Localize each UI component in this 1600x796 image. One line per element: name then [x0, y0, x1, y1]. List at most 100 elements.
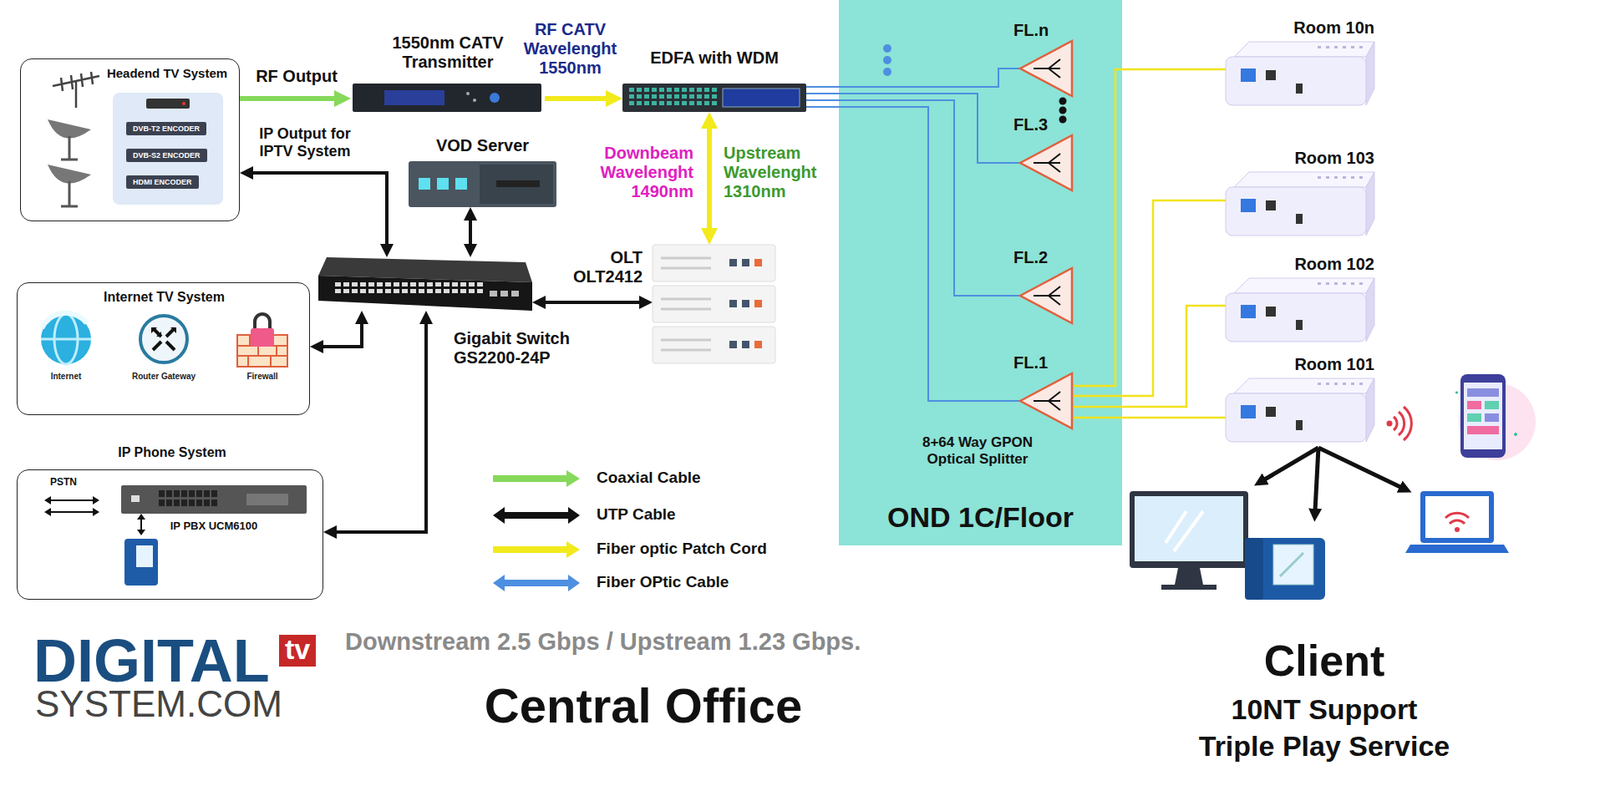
switch-device-drawing-part [360, 289, 366, 294]
legend-text: Fiber OPtic Cable [596, 573, 729, 592]
ont-device-drawing-part [1334, 45, 1338, 49]
optical-splitter: FL.2 [1020, 248, 1074, 324]
logo-text: SYSTEM.COM [35, 683, 283, 727]
ont-device-drawing-part [1325, 282, 1330, 285]
node-label: Room 102 [1225, 254, 1375, 275]
mobile-icon-part [1458, 383, 1536, 461]
edfa-device-drawing-part [689, 87, 695, 92]
edfa-device-drawing-part [704, 87, 710, 92]
connector [320, 321, 362, 347]
edfa-device-drawing-part [636, 87, 642, 92]
switch-device-drawing-part [500, 290, 508, 297]
mobile-icon-part [1467, 413, 1482, 422]
encoder-box: HDMI ENCODER [126, 175, 199, 189]
system-panel-drawing-part [49, 500, 95, 513]
switch-device: Gigabit Switch GS2200-24P [318, 257, 533, 311]
ont-device-drawing-part [1295, 83, 1303, 94]
ont-device-drawing-part [1366, 41, 1375, 106]
switch-device-drawing-part [511, 290, 519, 297]
optical-splitter-drawing-part [1033, 391, 1061, 411]
mobile-icon-part [1455, 391, 1518, 437]
system-panel-drawing-part [124, 538, 158, 586]
mobile-icon-part [1484, 413, 1499, 422]
switch-device-drawing-part [368, 282, 375, 287]
client-arrows-part [1263, 447, 1319, 481]
pbx-device-drawing-part [246, 493, 289, 506]
edfa-device-drawing-part [644, 87, 650, 92]
node-label: Router Gateway [128, 371, 199, 382]
edfa-device-drawing-part [629, 87, 635, 92]
server-device-drawing-part [496, 180, 540, 188]
client-arrows-part [1315, 447, 1319, 512]
node-label: OLT OLT2412 [563, 248, 643, 287]
pbx-device-drawing-part [203, 490, 210, 498]
connector [806, 68, 1021, 87]
client-arrows-part [1318, 447, 1402, 488]
icon-node: Internet [30, 311, 102, 382]
connector [706, 125, 712, 232]
ont-device-drawing-part [1325, 176, 1330, 179]
icon-node-drawing-part [151, 327, 177, 337]
switch-device-drawing-part [443, 282, 450, 287]
edfa-device-drawing-part [711, 101, 717, 106]
ont-device-drawing-part [1225, 56, 1367, 106]
mobile-icon [1455, 374, 1536, 461]
pbx-device-drawing-part [203, 499, 210, 507]
pbx-device-drawing-part [158, 490, 165, 498]
node-label: HDMI ENCODER [132, 177, 193, 187]
icon-node-drawing-part [40, 338, 92, 341]
olt-device-drawing-part [754, 299, 762, 308]
edfa-device-drawing-part [704, 101, 710, 106]
pbx-device-drawing-part [211, 499, 218, 507]
edfa-device-drawing-part [659, 87, 665, 92]
ont-device-drawing-part [1351, 176, 1355, 179]
edfa-device-drawing-part [696, 101, 702, 106]
edge-label: RF CATV Wavelenght 1550nm [518, 20, 623, 78]
switch-device-drawing-part [418, 282, 425, 287]
system-panel-drawing-part [47, 164, 92, 184]
ont-device-drawing-part [1334, 282, 1338, 285]
olt-device-drawing-part [754, 340, 762, 349]
legend-entry: Fiber optic Patch Cord [492, 539, 844, 560]
connector [1073, 305, 1226, 407]
ont-device-drawing-part [1317, 176, 1321, 179]
ont-device-drawing-part [1317, 382, 1321, 386]
icon-node-drawing-part [41, 313, 87, 329]
edfa-device-drawing-part [711, 87, 717, 92]
switch-device-drawing-part [452, 289, 458, 294]
ip-phone-icon-part [1273, 544, 1314, 585]
olt-device-drawing-part [741, 259, 750, 267]
system-panel-drawing-part [136, 545, 153, 568]
switch-device-drawing-part [477, 289, 483, 294]
ont-device-drawing-part [1265, 200, 1276, 211]
edfa-device-drawing-part [659, 94, 665, 99]
ip-phone-icon [1244, 538, 1326, 600]
edfa-device-drawing-part [644, 101, 650, 106]
legend-text: Fiber optic Patch Cord [596, 539, 767, 559]
laptop-icon-part [1420, 491, 1494, 544]
connector [1073, 416, 1226, 420]
edge-label: RF Output [250, 66, 343, 87]
node-label: Room 103 [1225, 148, 1375, 168]
ont-device-drawing-part [1240, 198, 1256, 213]
switch-device-drawing-part [468, 282, 475, 287]
wifi-dot [1386, 421, 1393, 427]
olt-device-drawing-part [729, 299, 737, 308]
ont-device-drawing-part [1366, 378, 1375, 442]
server-device-drawing-part [408, 161, 557, 208]
system-panel-drawing-part [52, 71, 100, 108]
icon-node-drawing [134, 311, 194, 371]
more-dots-part [883, 44, 892, 53]
transmitter-device-drawing-part [489, 92, 500, 103]
switch-device-drawing-part [393, 289, 400, 294]
switch-device-drawing-part [351, 289, 358, 294]
more-dots [883, 44, 892, 77]
section-subheading: 10NT Support [1198, 693, 1450, 727]
switch-device-drawing-part [443, 289, 450, 294]
connector [543, 300, 642, 305]
ond-band [838, 0, 1123, 546]
node-label: Gigabit Switch GS2200-24P [453, 329, 588, 368]
edfa-device-drawing-part [666, 87, 672, 92]
ont-device-drawing-part [1234, 172, 1375, 188]
edfa-device-drawing-part [651, 87, 657, 92]
